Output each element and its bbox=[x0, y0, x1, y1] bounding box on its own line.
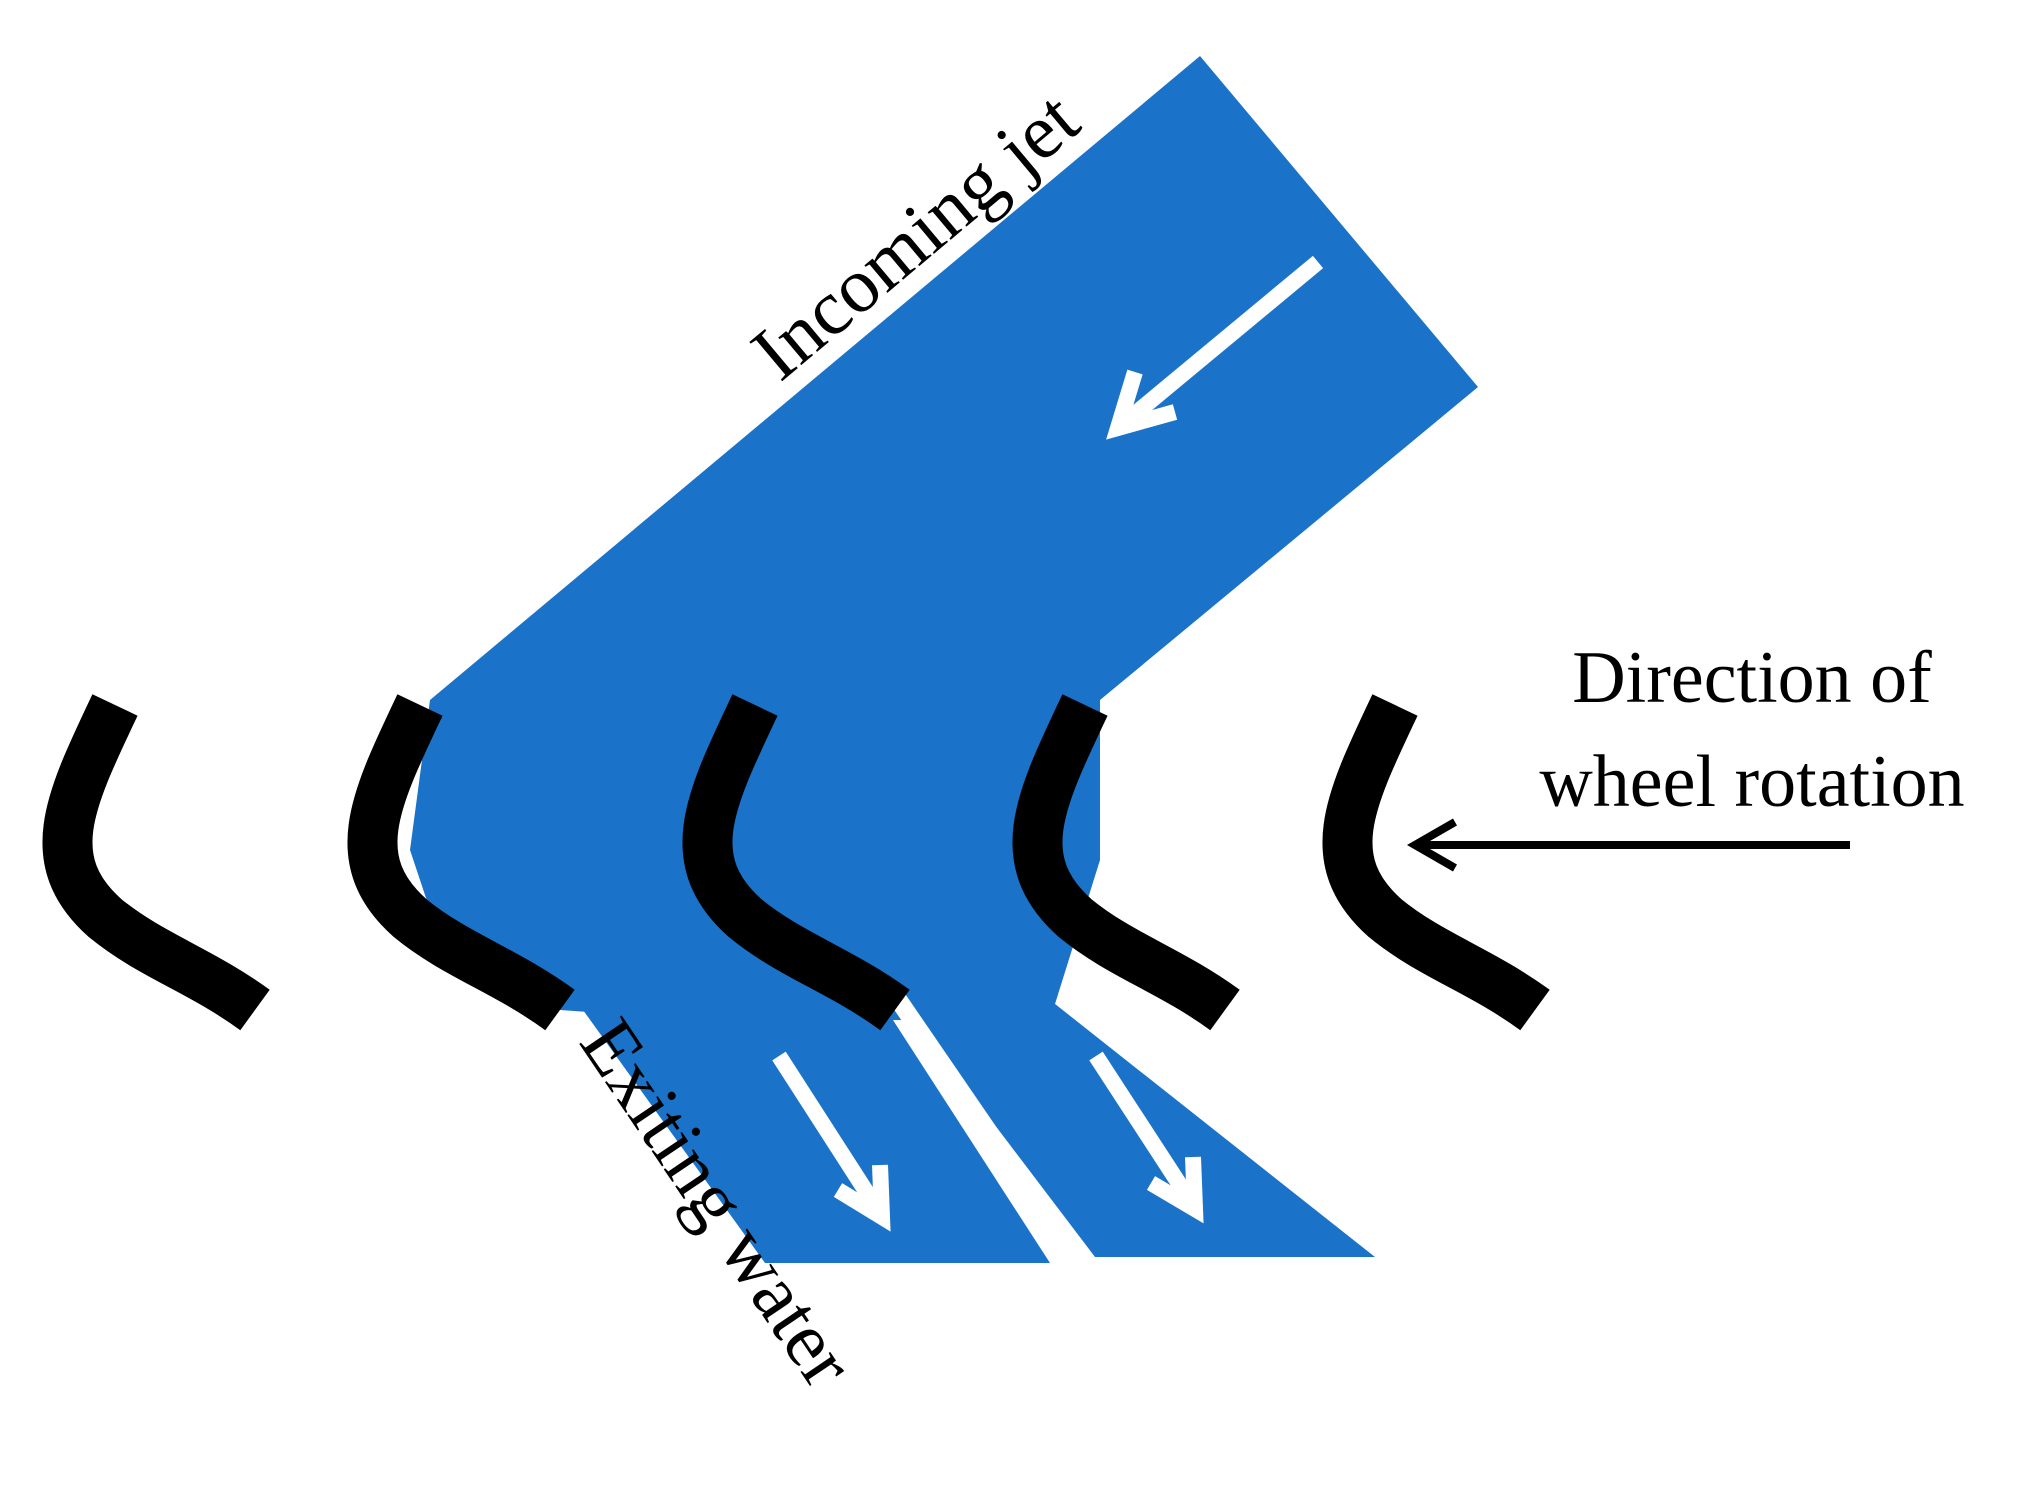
incoming-flow-arrow bbox=[1106, 255, 1324, 440]
direction-label-line2: wheel rotation bbox=[1539, 741, 1964, 823]
direction-label-line1: Direction of bbox=[1572, 637, 1932, 719]
buckets bbox=[42, 694, 1550, 1031]
water-bucket-region bbox=[410, 700, 1100, 1020]
bucket-2 bbox=[347, 694, 575, 1031]
exit-flow-arrow-right bbox=[1089, 1051, 1204, 1224]
incoming-jet bbox=[430, 56, 1478, 700]
exiting-stream-left bbox=[565, 985, 1050, 1263]
rotation-arrow bbox=[1406, 818, 1850, 872]
bucket-3 bbox=[682, 694, 910, 1031]
bucket-1 bbox=[42, 694, 270, 1031]
flow-arrows bbox=[772, 255, 1324, 1232]
exit-flow-arrow-left bbox=[772, 1051, 891, 1232]
bucket-4 bbox=[1012, 694, 1240, 1031]
stream-separator bbox=[887, 989, 1088, 1271]
bucket-5 bbox=[1322, 694, 1550, 1031]
